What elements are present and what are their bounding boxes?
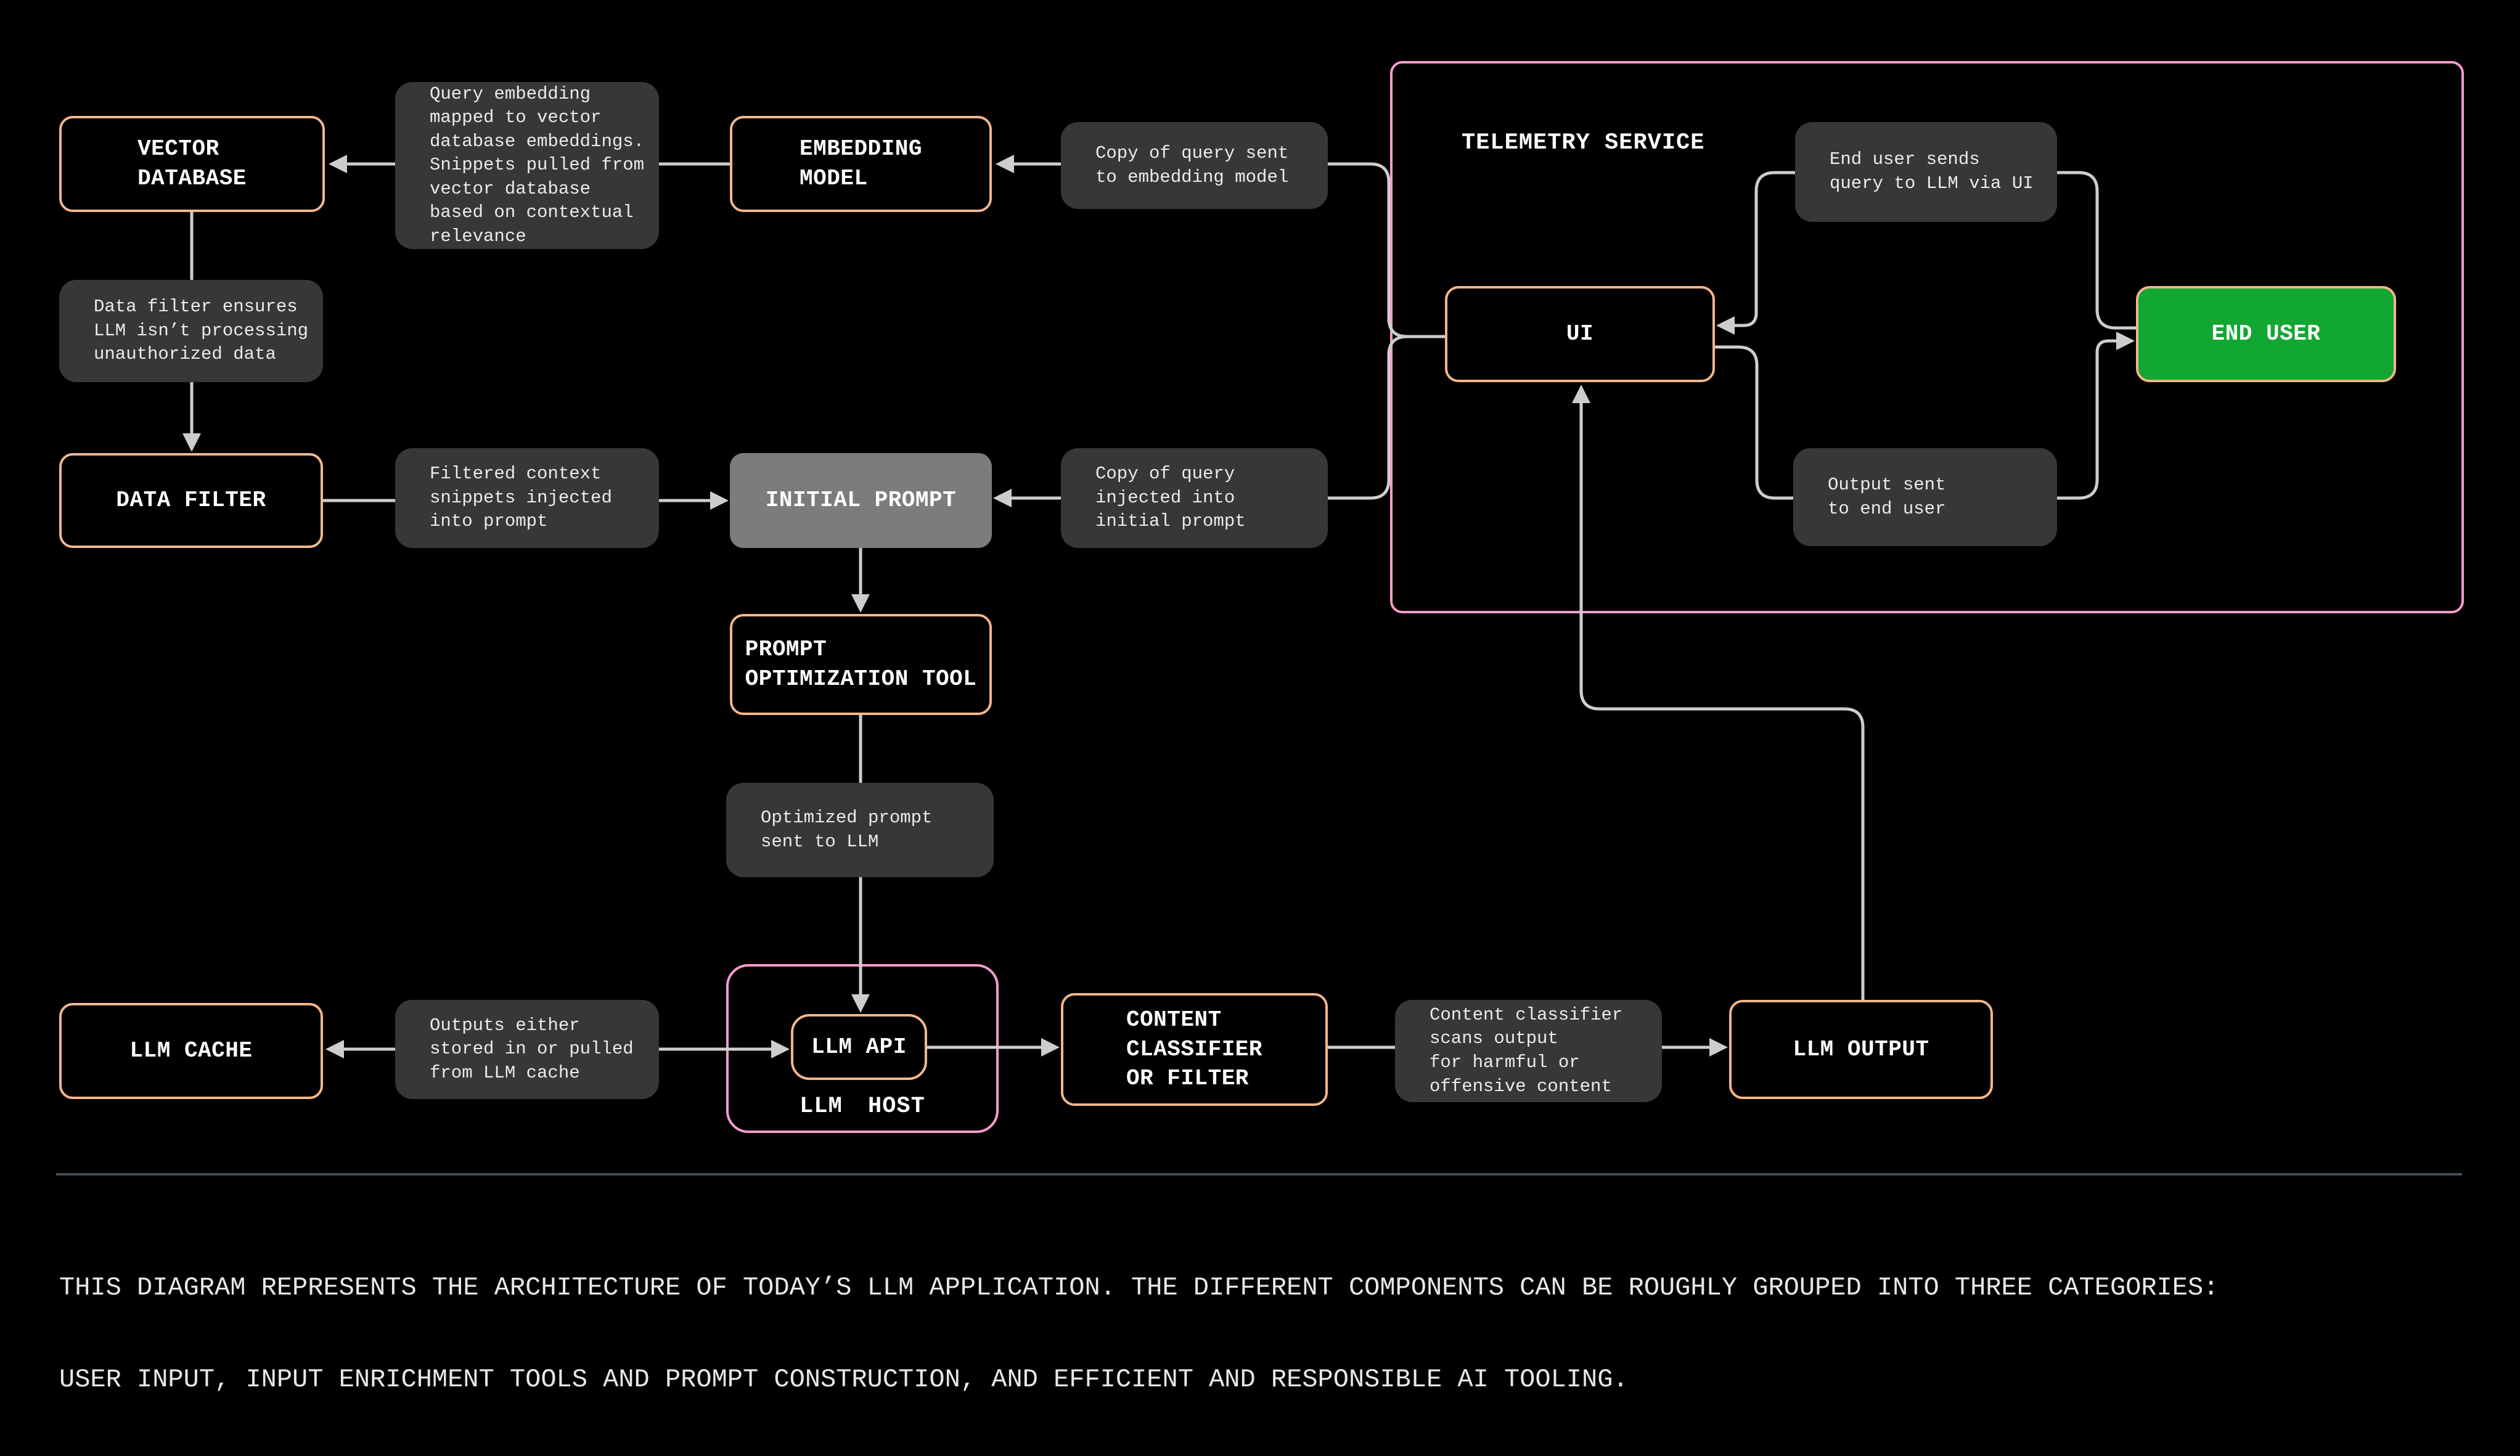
node-label-initial-prompt: INITIAL PROMPT [765,488,957,513]
node-initial-prompt: INITIAL PROMPT [730,453,992,548]
annotation-copy-query-embedding-note: Copy of query sent to embedding model [1061,122,1328,209]
annotation-query-embedding-note: Query embedding mapped to vector databas… [395,82,659,249]
node-label-embedding-model: EMBEDDING MODEL [800,136,922,191]
annotation-data-filter-note: Data filter ensures LLM isn’t processing… [59,280,323,382]
node-label-end-user: END USER [2211,321,2321,347]
footer-line-1: THIS DIAGRAM REPRESENTS THE ARCHITECTURE… [59,1273,2219,1303]
footer-divider [56,1173,2462,1176]
node-ui: UI [1445,286,1715,382]
annotation-text-copy-query-injected-note: Copy of query injected into initial prom… [1095,464,1246,532]
annotation-outputs-either-note: Outputs either stored in or pulled from … [395,1000,659,1099]
node-llm-output: LLM OUTPUT [1729,1000,1993,1099]
node-prompt-optimization-tool: PROMPT OPTIMIZATION TOOL [730,614,992,715]
annotation-text-filtered-context-note: Filtered context snippets injected into … [430,464,612,532]
annotation-text-outputs-either-note: Outputs either stored in or pulled from … [430,1015,634,1083]
annotation-text-end-user-sends-note: End user sends query to LLM via UI [1830,149,2034,194]
node-llm-cache: LLM CACHE [59,1003,323,1099]
annotation-text-data-filter-note: Data filter ensures LLM isn’t processing… [94,297,309,365]
footer-line-2: USER INPUT, INPUT ENRICHMENT TOOLS AND P… [59,1364,1629,1394]
node-label-llm-cache: LLM CACHE [129,1038,253,1064]
container-label-telemetry-service: TELEMETRY SERVICE [1462,130,1705,156]
annotation-text-content-scan-note: Content classifier scans output for harm… [1430,1004,1623,1097]
container-label-llm-host: LLM HOST [800,1094,925,1119]
annotation-content-scan-note: Content classifier scans output for harm… [1395,1000,1662,1102]
annotation-copy-query-injected-note: Copy of query injected into initial prom… [1061,448,1328,548]
node-vector-database: VECTOR DATABASE [59,116,325,212]
node-data-filter: DATA FILTER [59,453,323,548]
node-label-prompt-optimization-tool: PROMPT OPTIMIZATION TOOL [745,637,977,692]
node-end-user: END USER [2136,286,2396,382]
node-content-classifier-or-filter: CONTENT CLASSIFIER OR FILTER [1061,993,1328,1106]
annotation-text-query-embedding-note: Query embedding mapped to vector databas… [430,83,645,247]
diagram-canvas: TELEMETRY SERVICE LLM HOST VECTOR DATABASE… [56,61,2464,1394]
node-label-vector-database: VECTOR DATABASE [137,136,247,191]
annotation-text-output-sent-note: Output sent to end user [1828,474,1946,519]
diagram-boxes-layer: TELEMETRY SERVICE LLM HOST VECTOR DATABASE… [59,61,2464,1133]
node-label-data-filter: DATA FILTER [116,488,266,513]
annotation-end-user-sends-note: End user sends query to LLM via UI [1795,122,2057,222]
footer-caption: THIS DIAGRAM REPRESENTS THE ARCHITECTURE… [59,1212,2219,1456]
annotation-text-optimized-prompt-note: Optimized prompt sent to LLM [761,807,933,852]
node-label-ui: UI [1566,321,1594,347]
node-label-content-classifier-or-filter: CONTENT CLASSIFIER OR FILTER [1126,1007,1263,1092]
annotation-optimized-prompt-note: Optimized prompt sent to LLM [726,783,994,877]
node-embedding-model: EMBEDDING MODEL [730,116,992,212]
node-label-llm-api: LLM API [811,1034,907,1060]
node-label-llm-output: LLM OUTPUT [1793,1036,1929,1062]
annotation-filtered-context-note: Filtered context snippets injected into … [395,448,659,548]
annotation-output-sent-note: Output sent to end user [1793,448,2057,546]
node-llm-api: LLM API [791,1014,927,1080]
annotation-text-copy-query-embedding-note: Copy of query sent to embedding model [1095,142,1289,187]
